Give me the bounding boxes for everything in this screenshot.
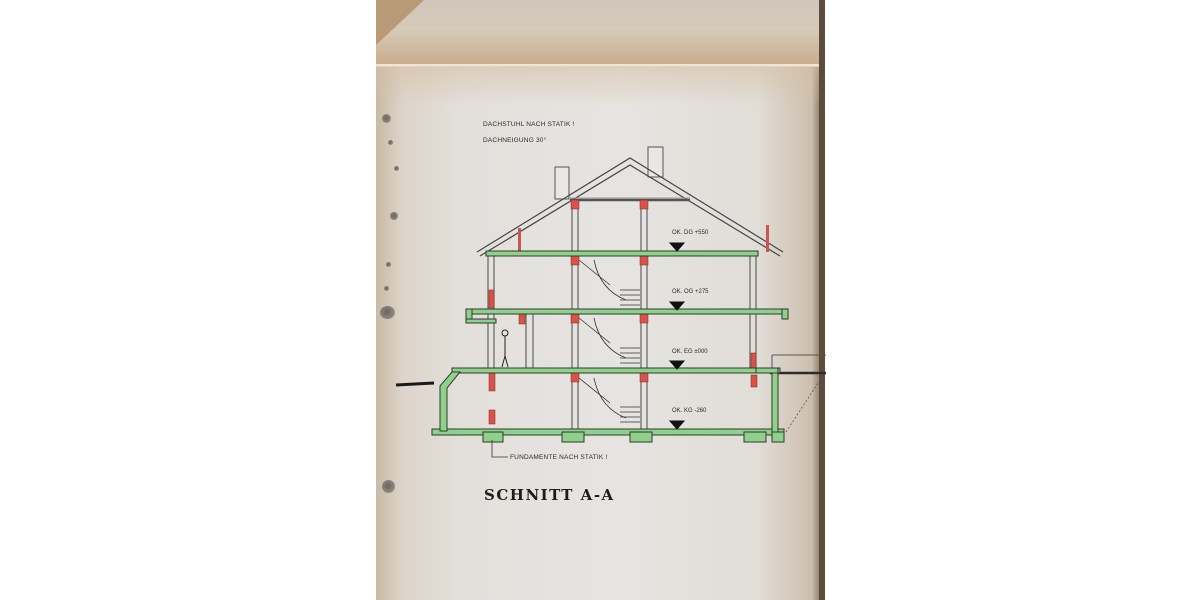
folded-corner — [376, 0, 424, 45]
footing — [743, 431, 767, 443]
punch-hole — [386, 262, 391, 267]
chimney-left — [554, 166, 570, 200]
drawing-title: SCHNITT A-A — [484, 486, 615, 504]
foundation-note: FUNDAMENTE NACH STATIK ! — [510, 454, 608, 461]
slab-dg — [485, 250, 759, 257]
punch-hole — [390, 212, 398, 220]
foundation-leader — [491, 440, 508, 458]
spiral-stairs — [578, 259, 640, 423]
footing — [482, 431, 504, 443]
roof-pitch-note: DACHNEIGUNG 30° — [483, 137, 547, 144]
punch-hole — [394, 166, 399, 171]
person-figure — [501, 329, 509, 368]
footing — [629, 431, 653, 443]
punch-hole — [380, 306, 395, 319]
red-column-segments — [488, 199, 758, 425]
level-label-dg: OK. DG +550 — [672, 230, 709, 236]
slab-eg — [451, 367, 781, 374]
ground-line-left — [395, 381, 435, 387]
roof-structure-note: DACHSTUHL NACH STATIK ! — [483, 121, 575, 128]
interior-columns — [571, 200, 648, 434]
punch-hole — [382, 114, 391, 123]
punch-hole — [388, 140, 393, 145]
level-label-kg: OK. KG -260 — [672, 408, 707, 414]
basement-walls — [439, 367, 785, 443]
chimney-right — [647, 146, 664, 178]
footing — [771, 431, 785, 443]
punch-hole — [384, 286, 389, 291]
fold-crease — [376, 64, 825, 67]
footing — [561, 431, 585, 443]
floor-slabs — [431, 250, 789, 436]
punch-hole — [382, 480, 395, 493]
level-label-og: OK. OG +275 — [672, 289, 709, 295]
paper-edge — [819, 0, 825, 600]
roof — [476, 157, 784, 257]
level-markers — [668, 242, 686, 430]
level-label-eg: OK. EG ±000 — [672, 349, 708, 355]
paper-shadow — [376, 66, 825, 106]
slab-og — [465, 308, 789, 315]
folded-top-flap — [376, 0, 825, 66]
exterior-stair — [785, 379, 821, 433]
